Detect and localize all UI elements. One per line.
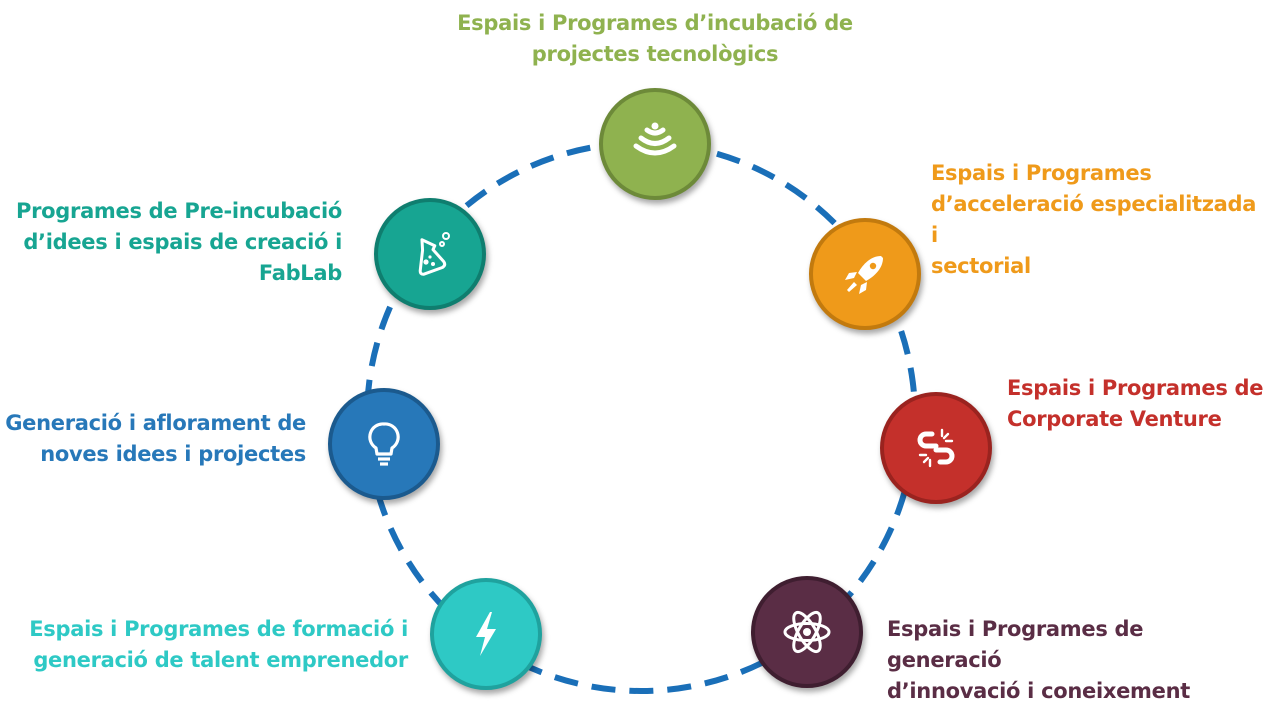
node-talent bbox=[430, 578, 542, 690]
label-incubacio: Espais i Programes d’incubació de projec… bbox=[457, 11, 853, 66]
label-preincubacio: Programes de Pre-incubació d’idees i esp… bbox=[16, 199, 342, 285]
label-innovacio: Espais i Programes de generació d’innova… bbox=[887, 617, 1190, 703]
rocket-icon bbox=[845, 256, 883, 294]
label-corporate: Espais i Programes de Corporate Venture bbox=[1007, 376, 1264, 431]
node-idees bbox=[328, 388, 440, 500]
lightbulb-icon bbox=[368, 422, 400, 466]
node-preincubacio bbox=[374, 198, 486, 310]
label-idees: Generació i aflorament de noves idees i … bbox=[5, 411, 306, 466]
label-acceleracio: Espais i Programes d’acceleració especia… bbox=[931, 161, 1257, 278]
lab-flask-icon bbox=[418, 232, 450, 276]
node-acceleracio bbox=[809, 218, 921, 330]
atom-icon bbox=[783, 610, 831, 654]
signal-waves-icon bbox=[633, 122, 677, 156]
label-talent: Espais i Programes de formació i generac… bbox=[29, 617, 408, 672]
node-incubacio bbox=[599, 88, 711, 200]
node-corporate bbox=[880, 392, 992, 504]
node-innovacio bbox=[751, 576, 863, 688]
broken-link-icon bbox=[917, 428, 955, 468]
lightning-bolt-icon bbox=[476, 612, 496, 656]
